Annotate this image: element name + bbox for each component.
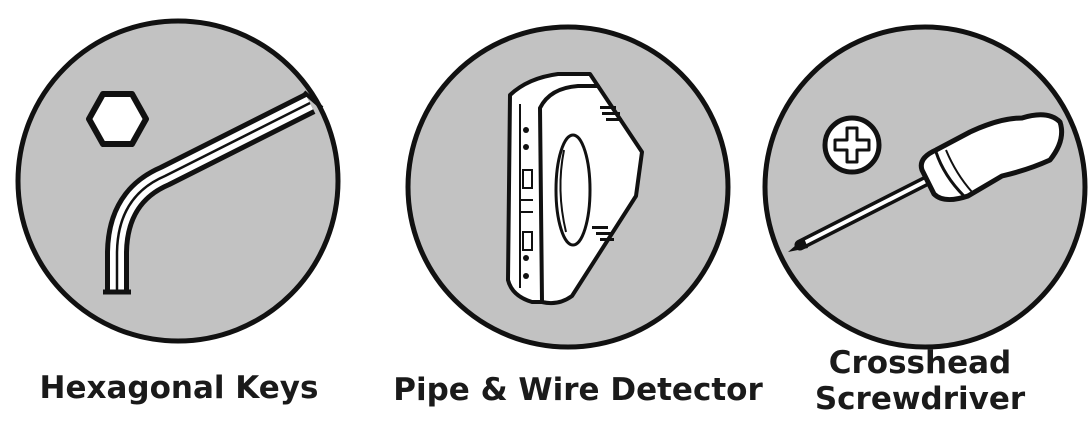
label-hexagonal-keys: Hexagonal Keys <box>39 370 319 406</box>
tool-pipe-wire-detector: Pipe & Wire Detector <box>380 0 780 437</box>
label-crosshead-screwdriver: Crosshead Screwdriver <box>770 345 1070 417</box>
tool-hexagonal-keys: Hexagonal Keys <box>0 0 360 437</box>
pipe-wire-detector-icon <box>405 24 731 350</box>
label-line-1: Crosshead <box>828 345 1012 381</box>
label-line-2: Screwdriver <box>814 381 1026 417</box>
label-pipe-wire-detector: Pipe & Wire Detector <box>393 372 763 408</box>
crosshead-screwdriver-icon <box>762 24 1088 350</box>
hex-key-icon <box>15 18 341 344</box>
tool-crosshead-screwdriver: Crosshead Screwdriver <box>760 0 1091 437</box>
device-print <box>592 106 622 241</box>
